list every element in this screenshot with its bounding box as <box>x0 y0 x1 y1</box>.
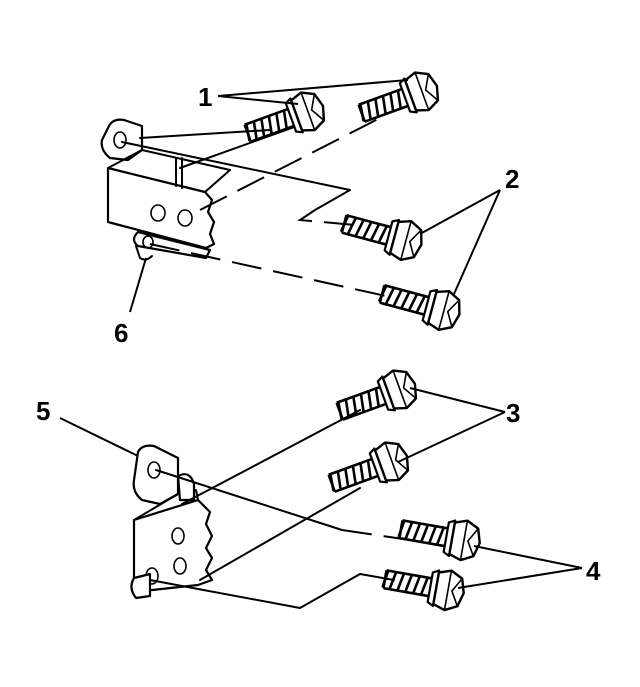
bolt-3a <box>330 363 424 432</box>
callout-2: 2 <box>505 164 519 194</box>
callout-4: 4 <box>586 556 601 586</box>
callout-6: 6 <box>114 318 128 348</box>
bolt-4a <box>395 508 485 565</box>
bolt-3b <box>322 435 416 504</box>
bolt-1b <box>352 65 446 134</box>
callout-1: 1 <box>198 82 212 112</box>
upper-hinge-bracket <box>100 118 231 261</box>
lower-hinge-bracket <box>130 444 214 600</box>
callout-5: 5 <box>36 396 50 426</box>
bolt-4b <box>379 558 469 615</box>
bolt-2b <box>374 273 466 336</box>
upper-hinge-assembly <box>100 65 501 336</box>
bolt-2a <box>336 203 428 266</box>
lower-hinge-assembly <box>59 363 583 615</box>
callout-3: 3 <box>506 398 520 428</box>
